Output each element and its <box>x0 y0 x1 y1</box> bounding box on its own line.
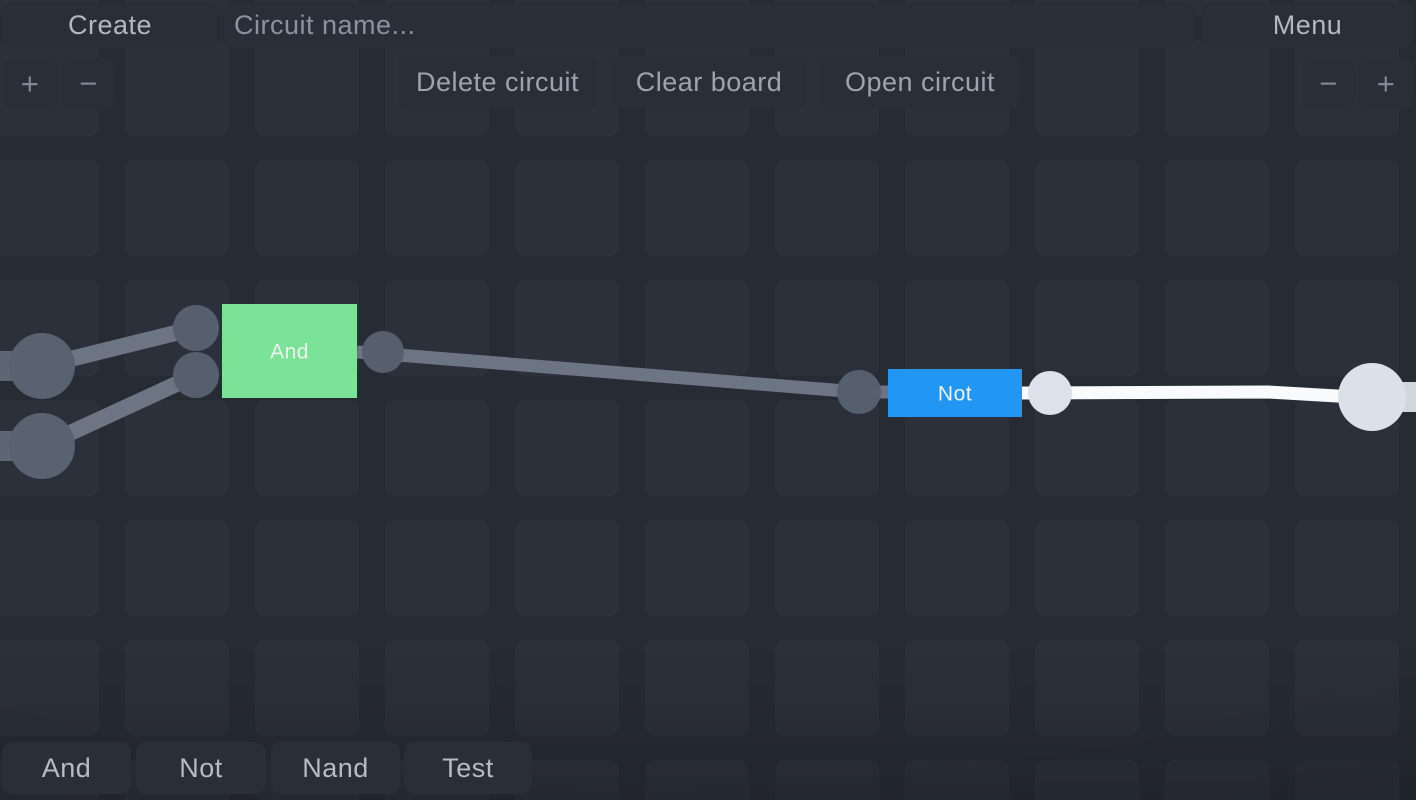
zoom-out-button-left[interactable]: − <box>62 57 115 110</box>
gate-not-body[interactable] <box>888 369 1022 417</box>
circuit-name-input[interactable] <box>224 3 1195 48</box>
and-output-pin[interactable] <box>362 331 404 373</box>
delete-circuit-button[interactable]: Delete circuit <box>398 56 597 108</box>
zoom-out-button-right[interactable]: − <box>1302 57 1355 110</box>
gate-and[interactable]: And <box>222 304 357 398</box>
not-input-pin[interactable] <box>837 370 881 414</box>
palette-item-and[interactable]: And <box>2 742 131 794</box>
clear-board-button[interactable]: Clear board <box>612 56 806 108</box>
wire-not-out-to-output <box>1021 385 1373 405</box>
zoom-in-button-left[interactable]: + <box>3 57 57 110</box>
gate-not-label: Not <box>938 383 972 406</box>
gate-not[interactable]: Not <box>888 369 1022 417</box>
palette-item-nand[interactable]: Nand <box>271 742 400 794</box>
zoom-in-button-right[interactable]: + <box>1359 57 1413 110</box>
create-button[interactable]: Create <box>3 3 217 48</box>
palette-item-not[interactable]: Not <box>136 742 266 794</box>
output-terminal[interactable] <box>1338 363 1406 431</box>
gate-and-body[interactable] <box>222 304 357 398</box>
menu-button[interactable]: Menu <box>1202 3 1413 48</box>
gate-and-label: And <box>270 341 309 364</box>
input-terminal-2[interactable] <box>9 413 75 479</box>
input-terminal-1[interactable] <box>9 333 75 399</box>
and-input-pin-2[interactable] <box>173 352 219 398</box>
palette-item-test[interactable]: Test <box>404 742 532 794</box>
and-input-pin-1[interactable] <box>173 305 219 351</box>
open-circuit-button[interactable]: Open circuit <box>820 56 1020 108</box>
not-output-pin[interactable] <box>1028 371 1072 415</box>
